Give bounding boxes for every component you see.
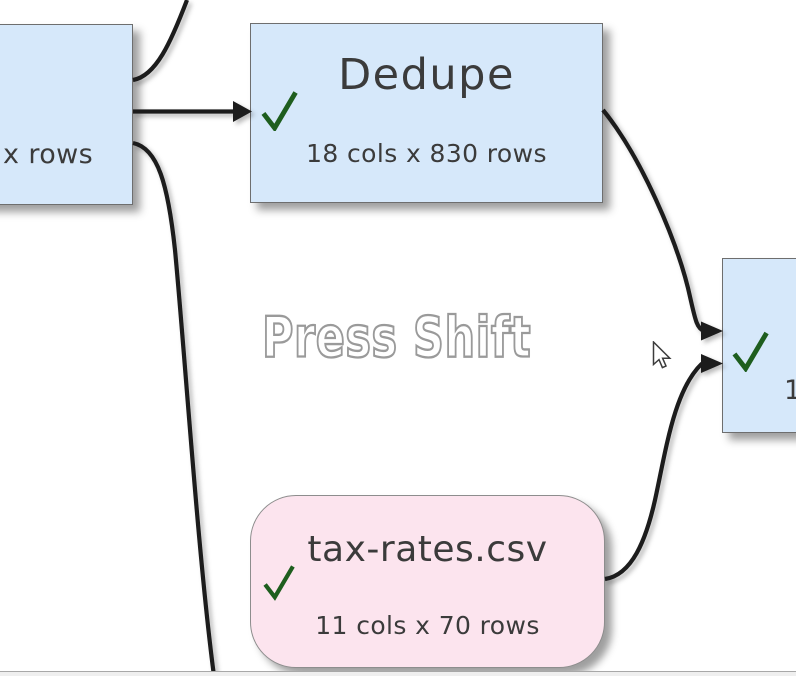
node-title: tax-rates.csv (307, 529, 548, 570)
node-subtitle: x rows (3, 139, 94, 170)
check-icon (261, 91, 298, 131)
connector-arrowhead (701, 354, 723, 373)
connector-left-bottom-offscreen[interactable] (132, 140, 217, 676)
watermark-text: Press Shift (261, 305, 532, 372)
node-subtitle: 18 cols x 830 rows (306, 139, 547, 168)
connector-arrowhead (701, 321, 723, 341)
mouse-cursor-icon (652, 341, 672, 369)
connector-dedupe-to-right[interactable] (601, 108, 705, 333)
node-title: Dedupe (338, 50, 515, 100)
node-right-partial[interactable]: 1 (722, 258, 796, 433)
connector-taxrates-to-right[interactable] (604, 361, 704, 582)
connector-left-top-offscreen[interactable] (132, 0, 189, 83)
node-dedupe[interactable]: Dedupe 18 cols x 830 rows (250, 23, 603, 203)
check-icon (732, 331, 769, 372)
check-icon (263, 565, 295, 601)
canvas-bottom-edge (0, 671, 796, 676)
node-subtitle: 1 (784, 375, 796, 406)
node-tax-rates-csv[interactable]: tax-rates.csv 11 cols x 70 rows (250, 495, 605, 668)
node-subtitle: 11 cols x 70 rows (315, 611, 540, 640)
node-left-partial[interactable]: x rows (0, 24, 133, 205)
